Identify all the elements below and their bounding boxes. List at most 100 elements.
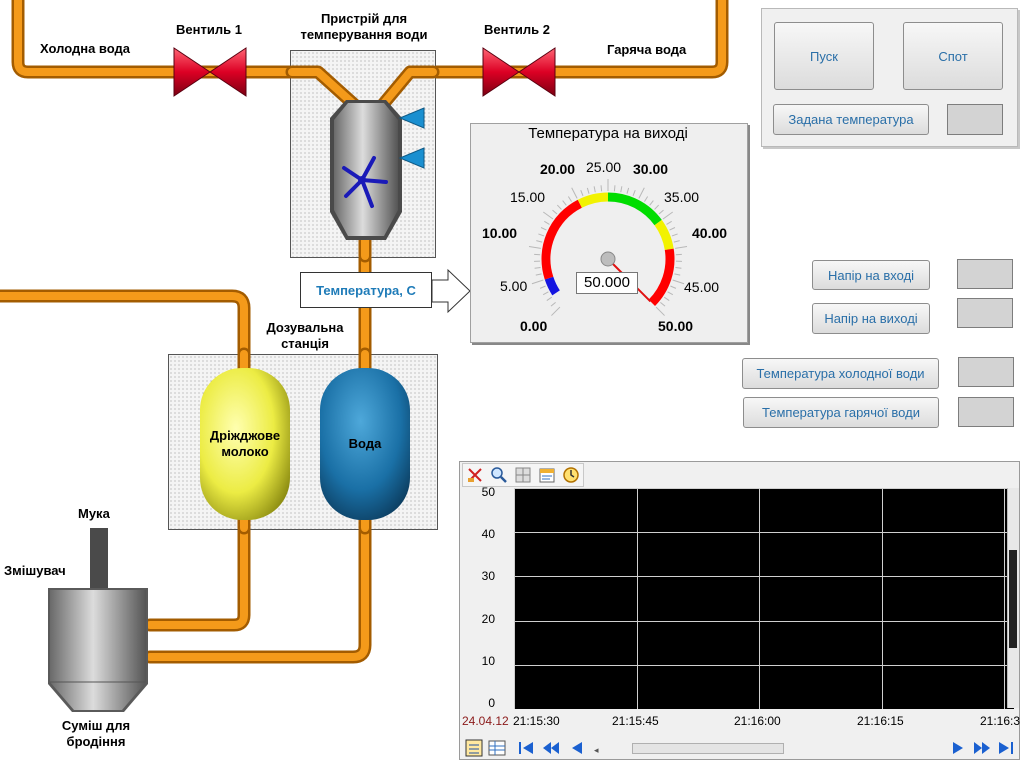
gauge-tick-mark — [669, 227, 676, 231]
gauge-tick-mark — [663, 296, 670, 302]
start-button[interactable]: Пуск — [774, 22, 874, 90]
grid-icon[interactable] — [514, 466, 532, 484]
gauge-tick-mark — [562, 200, 567, 206]
forward-icon[interactable] — [949, 739, 967, 757]
flour-inlet — [90, 528, 108, 588]
table-icon[interactable] — [488, 739, 506, 757]
gauge-zone-arc — [648, 248, 675, 307]
temperature-gauge — [470, 123, 748, 343]
cold-water-temp-value — [958, 357, 1014, 387]
gauge-tick-mark — [528, 245, 541, 249]
clock-icon[interactable] — [562, 466, 580, 484]
gauge-tick-mark — [662, 211, 674, 220]
fast-forward-icon[interactable] — [973, 739, 991, 757]
flour-label: Мука — [78, 506, 110, 521]
last-page-icon[interactable] — [997, 739, 1015, 757]
stop-button[interactable]: Спот — [903, 22, 1003, 90]
gauge-tick-mark — [658, 209, 664, 215]
yeast-milk-tank — [200, 368, 290, 520]
gauge-pivot — [600, 251, 616, 267]
gauge-tick-45: 45.00 — [684, 279, 720, 295]
valve-2-label: Вентиль 2 — [484, 22, 550, 37]
cold-water-label: Холодна вода — [40, 41, 130, 56]
hot-water-label: Гаряча вода — [607, 42, 687, 57]
gauge-value-box: 50.000 — [576, 272, 638, 294]
gauge-zone-arc — [541, 199, 583, 280]
y-tick: 30 — [481, 569, 495, 583]
x-tick: 21:16:00 — [734, 714, 781, 728]
gauge-tick-mark — [638, 187, 645, 199]
gauge-tick-mark — [600, 185, 603, 192]
gauge-tick-mark — [649, 200, 654, 206]
gauge-dial — [528, 179, 688, 316]
fast-back-icon[interactable] — [542, 739, 560, 757]
delete-icon[interactable] — [466, 466, 484, 484]
tempering-device — [330, 100, 402, 240]
set-temperature-value[interactable] — [947, 104, 1003, 135]
y-tick: 10 — [481, 654, 495, 668]
y-tick: 20 — [481, 612, 495, 626]
vertical-scrollbar[interactable] — [1007, 488, 1019, 708]
gauge-tick-mark — [674, 273, 681, 276]
head-in-button[interactable]: Напір на вході — [812, 260, 930, 290]
zoom-icon[interactable] — [490, 466, 508, 484]
set-temperature-button[interactable]: Задана температура — [773, 104, 929, 135]
gauge-tick-mark — [660, 301, 666, 307]
gauge-tick-mark — [542, 211, 554, 220]
gauge-zone-arc — [544, 276, 560, 296]
mixture-label: Суміш для бродіння — [61, 718, 131, 749]
head-out-button[interactable]: Напір на виході — [812, 303, 930, 334]
gauge-tick-mark — [655, 306, 665, 316]
gauge-tick-mark — [536, 240, 543, 243]
water-tank-label: Вода — [348, 436, 382, 451]
gauge-tick-mark — [542, 291, 549, 296]
back-icon[interactable] — [568, 739, 586, 757]
gauge-tick-mark — [667, 291, 674, 296]
gauge-tick-mark — [626, 187, 630, 194]
gauge-tick-mark — [593, 186, 596, 193]
gauge-zone-arc — [654, 219, 674, 251]
gauge-zone-arc — [577, 192, 609, 208]
gauge-tick-50: 50.00 — [658, 318, 694, 334]
x-tick-date: 24.04.12 — [462, 714, 509, 728]
gauge-tick-mark — [675, 267, 682, 269]
gauge-tick-mark — [672, 279, 685, 285]
gauge-tick-mark — [666, 220, 672, 225]
gauge-tick-mark — [538, 233, 545, 237]
trend-plot-area — [514, 488, 1014, 709]
valve-1-icon — [173, 47, 247, 97]
gauge-tick-mark — [567, 196, 572, 202]
horizontal-scrollbar[interactable]: ◂ — [594, 742, 942, 755]
gauge-tick-mark — [671, 233, 678, 237]
tempering-device-label: Пристрій для темперування води — [300, 11, 428, 42]
hot-water-temp-button[interactable]: Температура гарячої води — [743, 397, 939, 428]
gauge-tick-mark — [613, 185, 616, 192]
gauge-tick-mark — [544, 220, 550, 225]
valve-2-icon — [482, 47, 556, 97]
gauge-tick-mark — [540, 227, 547, 231]
y-tick: 50 — [481, 485, 495, 499]
arrow-right-icon — [431, 268, 471, 314]
gauge-tick-15: 15.00 — [510, 189, 546, 205]
gauge-tick-mark — [632, 190, 636, 196]
gauge-tick-mark — [571, 187, 578, 199]
mixer-label: Змішувач — [4, 563, 66, 578]
inlet-arrow-icon — [398, 107, 425, 129]
valve-1-label: Вентиль 1 — [176, 22, 242, 37]
x-tick: 21:16:15 — [857, 714, 904, 728]
gauge-tick-mark — [539, 285, 546, 289]
first-page-icon[interactable] — [517, 739, 535, 757]
cold-water-temp-button[interactable]: Температура холодної води — [742, 358, 939, 389]
process-diagram — [0, 0, 729, 664]
gauge-tick-mark — [673, 240, 680, 243]
gauge-tick-30: 30.00 — [633, 161, 669, 177]
gauge-tick-mark — [546, 296, 553, 302]
gauge-title: Температура на виході — [528, 125, 688, 142]
legend-icon[interactable] — [465, 739, 483, 757]
gauge-tick-mark — [552, 209, 558, 215]
yeast-milk-label: Дріжджове молоко — [209, 428, 281, 459]
properties-icon[interactable] — [538, 466, 556, 484]
gauge-tick-0: 0.00 — [520, 318, 548, 334]
gauge-tick-25: 25.00 — [586, 159, 622, 175]
gauge-tick-mark — [556, 204, 562, 210]
